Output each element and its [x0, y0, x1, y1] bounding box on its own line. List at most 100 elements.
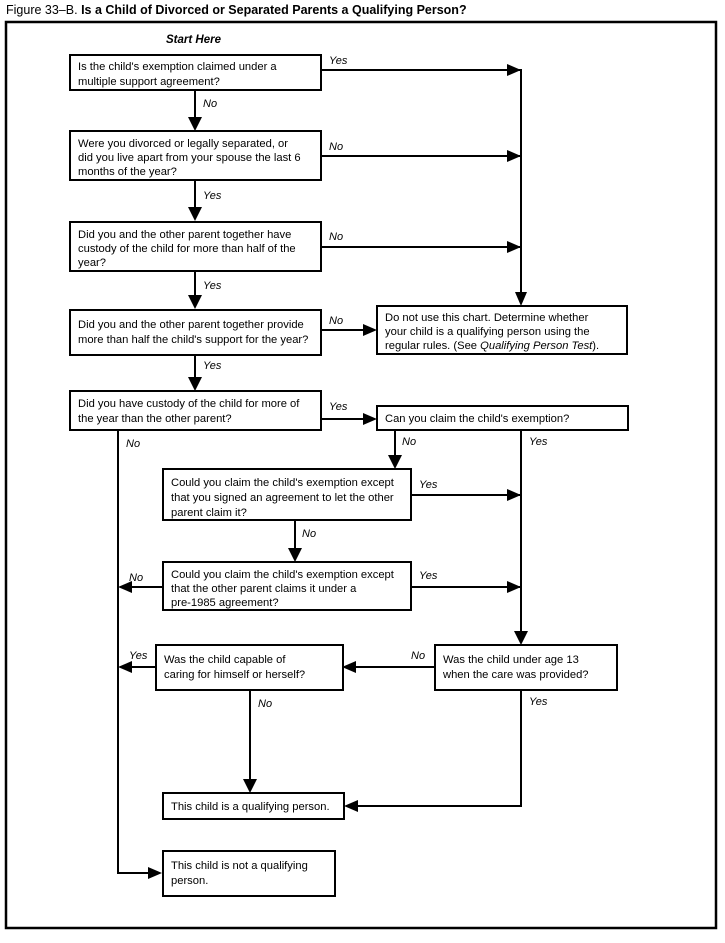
label-q1-no: No	[203, 98, 217, 110]
edge-q5-no-trunk	[117, 430, 156, 874]
node-line-1: This child is not a qualifying	[171, 860, 308, 872]
node-line-3: parent claim it?	[171, 507, 247, 519]
label-q8-yes: Yes	[419, 570, 438, 582]
node-line-2: that you signed an agreement to let the …	[171, 492, 394, 504]
node-line-2: custody of the child for more than half …	[78, 243, 296, 255]
node-box	[69, 309, 322, 356]
label-q5-yes: Yes	[329, 401, 348, 413]
edge-q1-yes-trunk	[321, 69, 522, 300]
node-line-3: months of the year?	[78, 166, 177, 178]
node-line-2: did you live apart from your spouse the …	[78, 152, 301, 164]
node-box	[434, 644, 618, 691]
label-q4-no: No	[329, 315, 343, 327]
node-box	[376, 305, 628, 355]
node-box	[69, 130, 322, 181]
connectors	[117, 64, 528, 879]
node-box	[162, 850, 336, 897]
node-line-2: that the other parent claims it under a	[171, 583, 357, 595]
node-child-capable-of-self-care[interactable]: Was the child capable of caring for hims…	[155, 644, 344, 691]
branch-labels: Yes No No Yes No Yes No Yes Yes No No Ye…	[126, 55, 548, 710]
node-divorced-or-separated[interactable]: Were you divorced or legally separated, …	[69, 130, 322, 181]
node-line-2: your child is a qualifying person using …	[385, 326, 590, 338]
label-q2-yes: Yes	[203, 190, 222, 202]
figure-heading: Is a Child of Divorced or Separated Pare…	[81, 3, 467, 17]
arrow-q1-no	[188, 117, 202, 131]
figure-number: Figure 33–B.	[6, 3, 78, 17]
node-line-1: This child is a qualifying person.	[171, 801, 330, 813]
node-line-2: when the care was provided?	[442, 669, 589, 681]
arrow-q7-yes	[507, 489, 521, 501]
label-q10-yes: Yes	[529, 696, 548, 708]
label-q6-no: No	[402, 436, 416, 448]
node-line-1: Could you claim the child's exemption ex…	[171, 477, 395, 489]
node-line-3: regular rules. (See Qualifying Person Te…	[385, 340, 599, 352]
arrow-q8-yes	[507, 581, 521, 593]
label-q8-no: No	[129, 572, 143, 584]
node-exemption-except-signed-agreement[interactable]: Could you claim the child's exemption ex…	[162, 468, 412, 521]
arrow-q5-yes	[363, 413, 377, 425]
label-q6-yes: Yes	[529, 436, 548, 448]
label-q7-no: No	[302, 528, 316, 540]
label-q3-yes: Yes	[203, 280, 222, 292]
node-line-3: pre-1985 agreement?	[171, 597, 279, 609]
start-here-label: Start Here	[166, 34, 222, 46]
label-q9-yes: Yes	[129, 650, 148, 662]
arrow-q2-no	[507, 150, 521, 162]
node-box	[376, 405, 629, 431]
edge-q10-yes	[350, 690, 522, 807]
label-q10-no: No	[411, 650, 425, 662]
node-line-1: Were you divorced or legally separated, …	[78, 138, 288, 150]
node-box	[69, 221, 322, 272]
node-box	[155, 644, 344, 691]
arrow-q9-yes	[118, 661, 132, 673]
label-q2-no: No	[329, 141, 343, 153]
arrow-into-regular-rules	[515, 292, 527, 306]
node-line-1: Was the child capable of	[164, 654, 286, 666]
arrow-into-under-13	[514, 631, 528, 645]
arrow-q10-no	[342, 661, 356, 673]
node-is-not-a-qualifying-person[interactable]: This child is not a qualifying person.	[162, 850, 336, 897]
arrow-q3-no	[507, 241, 521, 253]
node-exemption-except-pre-1985-agreement[interactable]: Could you claim the child's exemption ex…	[162, 561, 412, 611]
node-line-1: Do not use this chart. Determine whether	[385, 312, 589, 324]
node-line-2: multiple support agreement?	[78, 76, 220, 88]
node-line-1: Did you and the other parent together pr…	[78, 319, 304, 331]
node-child-under-age-13[interactable]: Was the child under age 13 when the care…	[434, 644, 618, 691]
arrow-into-qualifying-right	[344, 800, 358, 812]
node-box	[162, 561, 412, 611]
arrow-q3-yes	[188, 295, 202, 309]
node-box	[162, 792, 345, 820]
arrow-q7-no	[288, 548, 302, 562]
node-line-3-part-1: regular rules. (See	[385, 340, 480, 352]
node-can-you-claim-exemption[interactable]: Can you claim the child's exemption?	[376, 405, 629, 431]
node-multiple-support-agreement[interactable]: Is the child's exemption claimed under a…	[69, 54, 322, 91]
node-custody-more-of-the-year[interactable]: Did you have custody of the child for mo…	[69, 390, 322, 431]
node-line-1: Did you have custody of the child for mo…	[78, 398, 300, 410]
node-joint-custody-more-than-half[interactable]: Did you and the other parent together ha…	[69, 221, 322, 272]
label-q7-yes: Yes	[419, 479, 438, 491]
arrow-q8-no	[118, 581, 132, 593]
node-line-2: the year than the other parent?	[78, 413, 232, 425]
label-q5-no: No	[126, 438, 140, 450]
arrow-q2-yes	[188, 207, 202, 221]
arrow-q4-yes	[188, 377, 202, 391]
arrow-q1-yes	[507, 64, 521, 76]
node-box	[162, 468, 412, 521]
figure-title: Figure 33–B. Is a Child of Divorced or S…	[6, 2, 467, 18]
label-q9-no: No	[258, 698, 272, 710]
node-joint-support-more-than-half[interactable]: Did you and the other parent together pr…	[69, 309, 322, 356]
node-line-1: Was the child under age 13	[443, 654, 579, 666]
arrow-q9-no	[243, 779, 257, 793]
label-q4-yes: Yes	[203, 360, 222, 372]
node-line-3-part-3: ).	[592, 340, 599, 352]
node-line-3-emphasis: Qualifying Person Test	[480, 340, 593, 352]
node-box	[69, 390, 322, 431]
node-is-a-qualifying-person[interactable]: This child is a qualifying person.	[162, 792, 345, 820]
node-line-2: person.	[171, 875, 208, 887]
label-q3-no: No	[329, 231, 343, 243]
node-line-1: Could you claim the child's exemption ex…	[171, 569, 395, 581]
arrow-q6-no	[388, 455, 402, 469]
node-line-1: Can you claim the child's exemption?	[385, 413, 569, 425]
node-do-not-use-this-chart[interactable]: Do not use this chart. Determine whether…	[376, 305, 628, 355]
